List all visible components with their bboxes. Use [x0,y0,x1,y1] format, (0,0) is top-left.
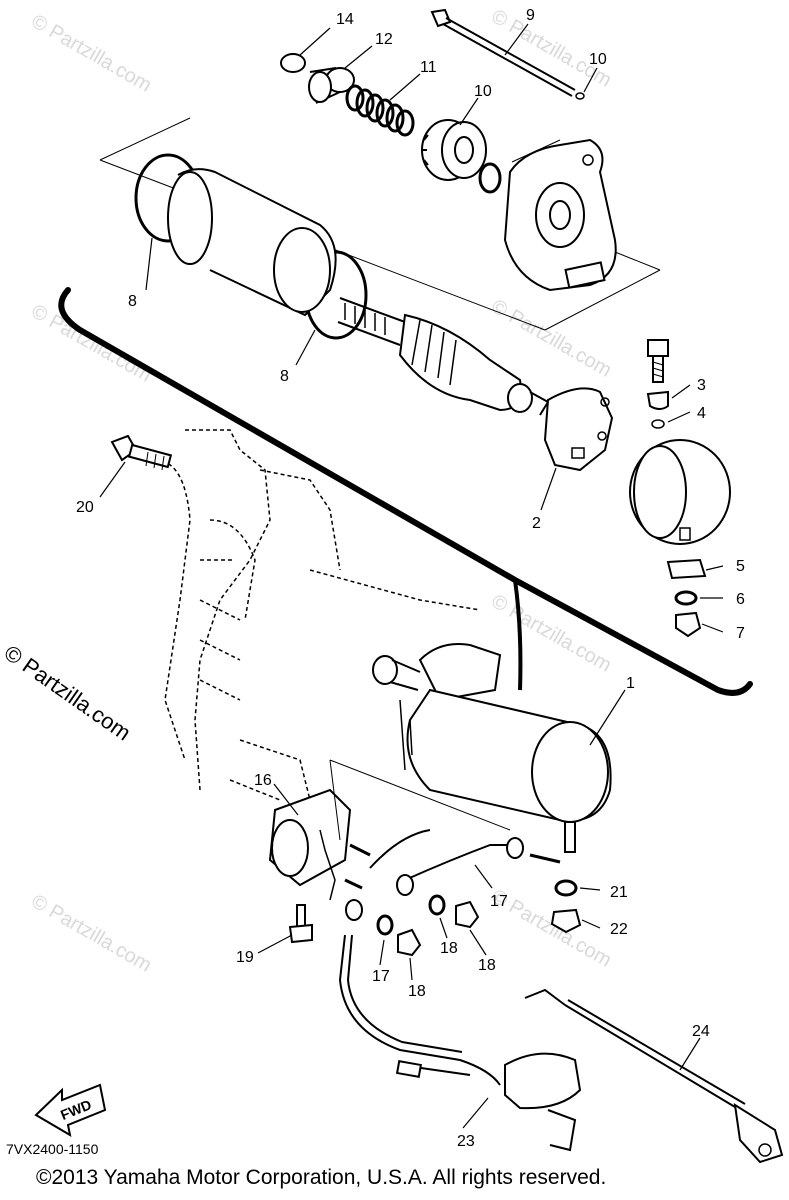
fwd-indicator: FWD [34,1083,107,1137]
part-16-cable [369,829,561,896]
part-13-collar [308,67,355,104]
callout-19: 19 [236,949,254,966]
part-2-brush-holder [543,387,614,472]
part-20-flange-bolt [110,434,173,471]
front-end-cover [503,138,617,292]
watermark: © Partzilla.com [28,890,156,976]
part-9-through-bolt [430,8,576,97]
part-1-starter-motor [372,643,612,853]
part-17-washer [376,914,394,936]
callout-18-left: 18 [408,983,426,1000]
part-19-bolt [288,904,313,944]
callout-9: 9 [526,7,535,24]
watermark: © Partzilla.com [28,10,156,96]
bracket-stem [513,579,523,691]
callout-12: 11 [420,59,437,76]
part-15-starter-relay [268,759,511,901]
callout-20: 20 [76,499,94,516]
callout-15: 16 [254,772,272,789]
leader-lines [99,23,724,1129]
part-5-nut-plate [666,558,707,580]
callout-1: 1 [626,675,635,692]
diagram-code: 7VX2400-1150 [6,1141,99,1157]
copyright-line: ©2013 Yamaha Motor Corporation, U.S.A. A… [36,1166,607,1189]
callout-2: 2 [532,515,541,532]
watermark: © Partzilla.com [488,590,616,676]
part-21-washer [554,879,578,897]
callout-10: 10 [589,51,607,68]
rear-cover [629,439,731,545]
part-7-nut [675,611,702,638]
part-3-bolt [646,339,669,410]
callout-21: 21 [610,884,628,901]
watermark: © Partzilla.com [28,300,156,386]
callout-23: 23 [457,1133,475,1150]
callout-22: 22 [610,921,628,938]
callout-11: 10 [474,83,492,100]
callout-6: 6 [736,591,745,608]
part-24-ground-cable [524,988,784,1164]
part-23-battery-cable [338,899,582,1152]
part-18-nut [455,900,480,929]
part-22-nut [550,908,582,934]
callout-3: 3 [697,377,706,394]
callout-24: 24 [692,1023,710,1040]
callout-numbers: 14 12 11 10 9 10 8 8 3 4 2 5 6 7 1 20 16… [76,7,745,1150]
motor-yoke [167,168,337,317]
callout-13: 12 [375,31,393,48]
part-18-nut [397,928,422,957]
callout-8-upper: 8 [128,293,137,310]
part-6-washer [674,590,698,606]
callout-8-lower: 8 [280,368,289,385]
callout-7: 7 [736,625,745,642]
callout-18-right: 18 [478,957,496,974]
callout-14: 14 [336,11,354,28]
part-17-washer [428,894,446,916]
watermark: © Partzilla.com [488,5,616,91]
part-10-small-o-ring [575,92,585,100]
washer [478,162,502,194]
part-14-o-ring [280,53,306,73]
callout-4: 4 [697,405,706,422]
callout-5: 5 [736,558,745,575]
watermark: © Partzilla.com [488,295,616,381]
callout-16: 17 [490,893,508,910]
armature [337,297,550,416]
part-11-pinion-gear [421,119,487,181]
part-12-spring [345,84,415,137]
callout-17-right: 18 [440,940,458,957]
callout-17-left: 17 [372,968,390,985]
part-4-o-ring [651,419,665,429]
